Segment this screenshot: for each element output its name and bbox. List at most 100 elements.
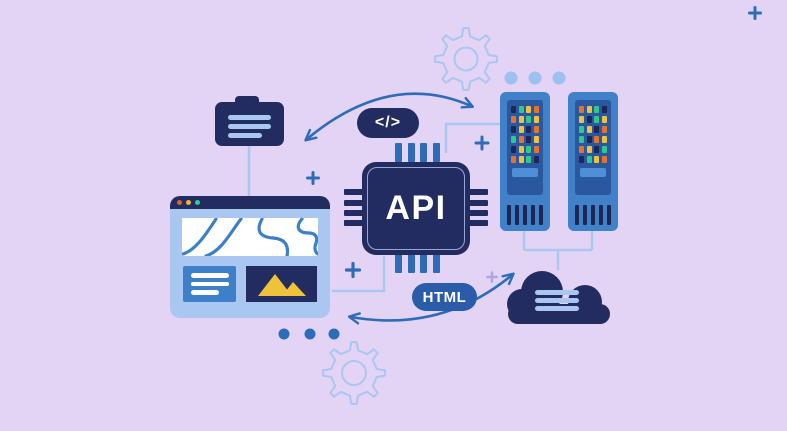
traffic-light-dot: [186, 200, 191, 205]
server-led: [518, 156, 524, 163]
traffic-light-dot: [177, 200, 182, 205]
cloud-icon: [502, 264, 616, 326]
text-line: [535, 290, 579, 295]
server-led: [511, 146, 516, 153]
connector-servers-cloud-line: [522, 230, 594, 270]
api-chip-label: API: [385, 189, 447, 227]
folder-icon: [215, 96, 284, 146]
text-line: [191, 273, 229, 278]
server-led: [518, 106, 524, 113]
server-led: [586, 126, 592, 133]
server-vents: [507, 205, 543, 225]
server-led: [594, 136, 599, 143]
server-led: [511, 156, 516, 163]
text-line: [191, 290, 219, 295]
server-led: [579, 146, 584, 153]
server-led: [533, 116, 539, 123]
server-led: [526, 116, 531, 123]
server-led-grid: [511, 106, 539, 163]
server-led: [586, 146, 592, 153]
server-led: [526, 106, 531, 113]
chip-pin: [469, 189, 488, 195]
code-badge: </>: [357, 108, 419, 138]
server-led: [586, 116, 592, 123]
text-line: [228, 124, 271, 129]
server-led: [594, 156, 599, 163]
server-led: [511, 136, 516, 143]
dots-decoration-top: [504, 71, 566, 85]
mountain-icon: [258, 274, 306, 296]
chip-pin: [408, 143, 415, 162]
wave-pattern-panel: [181, 217, 320, 258]
server-led: [533, 106, 539, 113]
plus-icon: [748, 6, 762, 20]
browser-text-panel: [183, 266, 236, 302]
chip-inner-frame: [367, 167, 465, 250]
connector-chip-server-line: [444, 122, 501, 153]
text-line: [535, 298, 579, 303]
server-led: [518, 126, 524, 133]
server-tower-2: [568, 92, 618, 231]
server-led: [533, 156, 539, 163]
server-led: [601, 146, 607, 153]
chip-pin: [420, 254, 427, 273]
server-vents: [575, 205, 611, 225]
chip-pin: [395, 143, 402, 162]
sync-arrow-top: [304, 92, 475, 142]
text-line: [535, 306, 579, 311]
server-led: [511, 116, 516, 123]
connector-chip-browser-line: [332, 256, 386, 293]
folder-body: [215, 102, 284, 146]
server-panel: [575, 100, 611, 195]
chip-pin: [433, 143, 440, 162]
server-led: [511, 106, 516, 113]
server-led: [511, 126, 516, 133]
server-led: [594, 116, 599, 123]
text-line: [228, 115, 271, 120]
plus-icon: [486, 271, 498, 283]
wave-pattern: [181, 217, 320, 258]
server-led-grid: [579, 106, 607, 163]
html-badge: HTML: [412, 283, 477, 311]
server-led: [594, 146, 599, 153]
text-line: [191, 281, 229, 286]
server-led: [526, 136, 531, 143]
server-led: [579, 126, 584, 133]
chip-pin: [420, 143, 427, 162]
traffic-light-dot: [195, 200, 200, 205]
text-line: [228, 133, 262, 138]
browser-header: [170, 196, 330, 209]
server-led: [579, 136, 584, 143]
chip-pin: [408, 254, 415, 273]
server-led: [526, 146, 531, 153]
code-badge-label: </>: [374, 114, 402, 131]
server-led: [533, 136, 539, 143]
server-led: [518, 136, 524, 143]
server-tower-1: [500, 92, 550, 231]
folder-text-lines: [215, 115, 284, 138]
server-led: [601, 116, 607, 123]
server-led: [579, 156, 584, 163]
chip-pin: [469, 210, 488, 216]
server-led: [601, 126, 607, 133]
chip-pin: [344, 200, 363, 206]
chip-pin: [433, 254, 440, 273]
server-led: [533, 126, 539, 133]
server-led: [586, 136, 592, 143]
server-led: [586, 156, 592, 163]
browser-window: [170, 196, 330, 318]
server-led: [601, 136, 607, 143]
server-led: [594, 106, 599, 113]
plus-icon: [344, 261, 362, 279]
server-led: [586, 106, 592, 113]
server-led: [601, 156, 607, 163]
server-led: [579, 106, 584, 113]
browser-image-panel: [246, 266, 317, 302]
server-led: [594, 126, 599, 133]
dots-decoration-bottom: [278, 328, 340, 340]
server-panel: [507, 100, 543, 195]
chip-pin: [395, 254, 402, 273]
traffic-light-dots: [177, 200, 200, 205]
server-led: [533, 146, 539, 153]
